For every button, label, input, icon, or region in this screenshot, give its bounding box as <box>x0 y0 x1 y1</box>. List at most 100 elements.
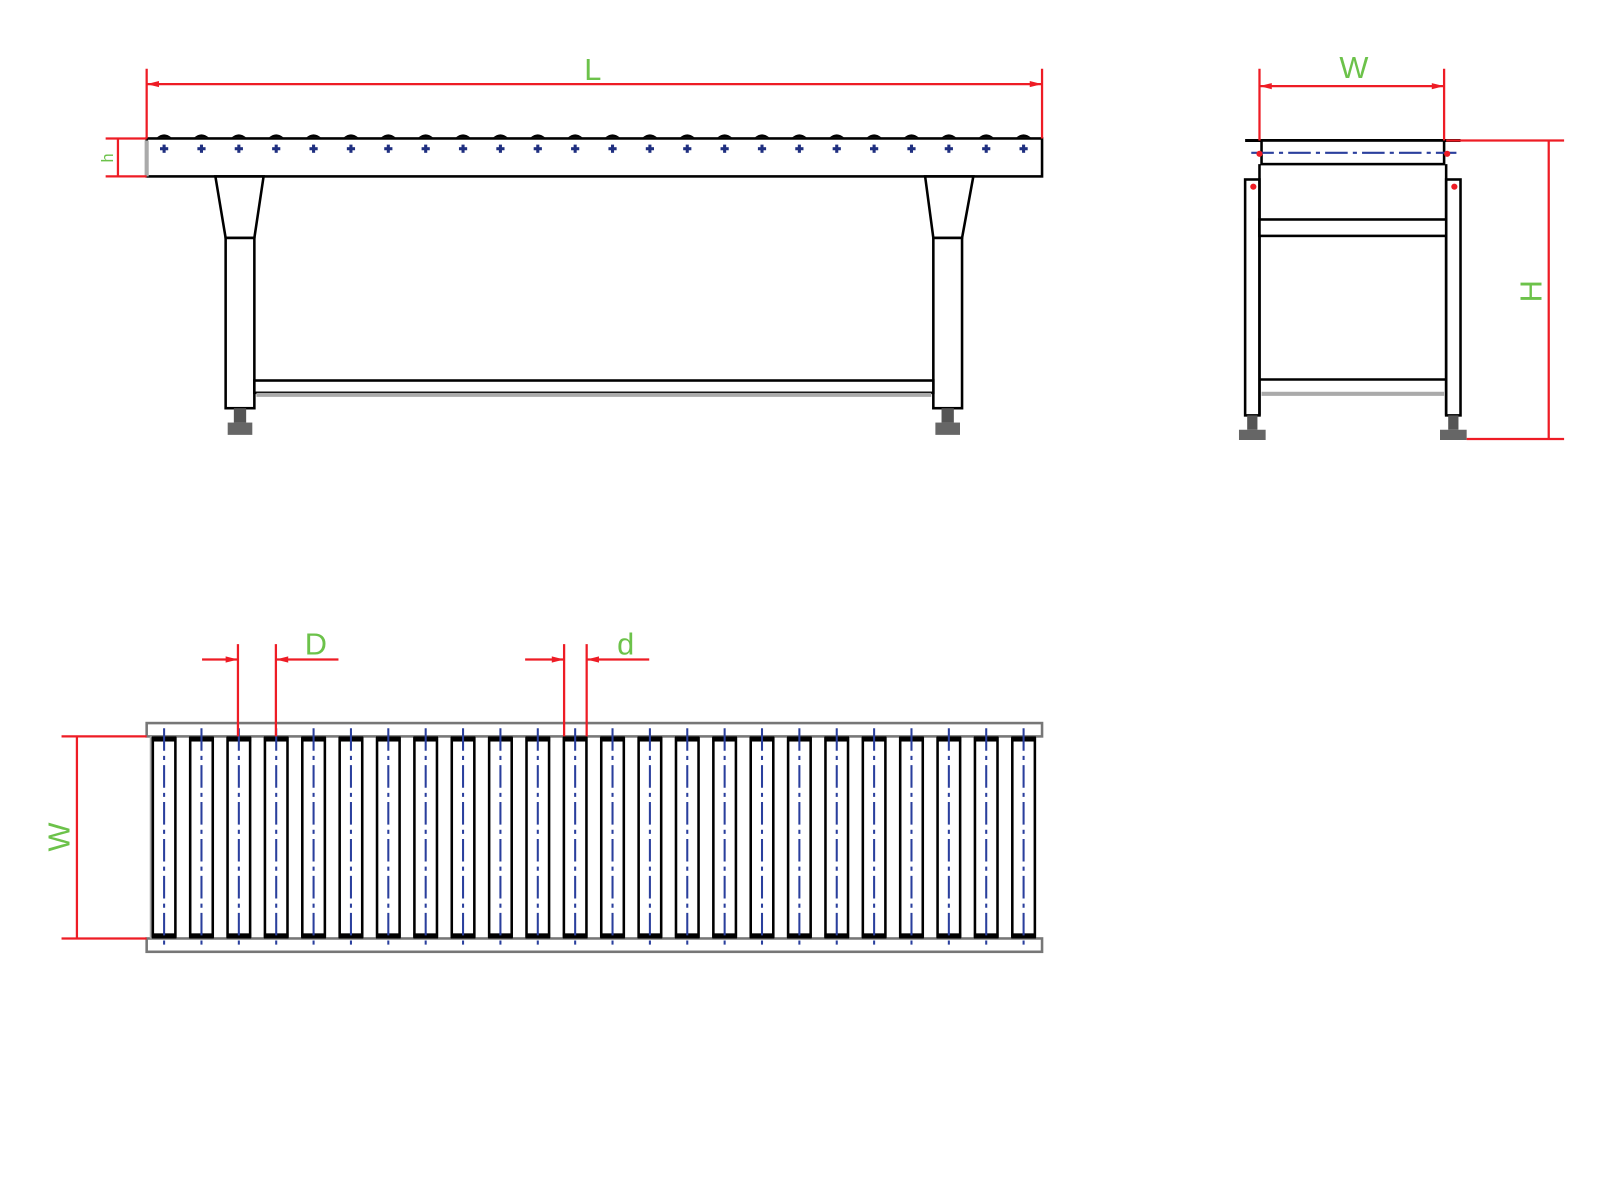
side-frame <box>145 137 1044 178</box>
roller-axle-mark <box>795 144 804 153</box>
roller <box>188 728 215 948</box>
roller-axle-mark <box>757 144 767 153</box>
roller <box>786 728 812 948</box>
roller <box>824 728 850 948</box>
side-roller-top <box>343 134 359 138</box>
dimension-L: L <box>145 52 1044 139</box>
roller-axle-mark <box>832 144 841 153</box>
label-h: h <box>99 153 117 162</box>
roller <box>301 728 327 948</box>
roller-axle-mark <box>234 144 243 153</box>
roller <box>861 728 887 948</box>
roller-axle-mark <box>571 144 580 153</box>
roller-axle-mark <box>870 144 879 153</box>
roller-axle-mark <box>982 144 991 153</box>
label-W-end: W <box>1339 50 1368 85</box>
roller-axle-mark <box>608 144 617 153</box>
roller <box>487 728 513 948</box>
roller <box>450 728 476 948</box>
label-D: D <box>305 626 327 661</box>
label-L: L <box>584 52 601 87</box>
side-roller-top <box>381 134 396 138</box>
side-roller-top <box>717 134 732 138</box>
roller-axle-mark <box>309 144 318 153</box>
roller <box>712 728 738 948</box>
roller-axle-mark <box>272 144 281 153</box>
roller-axle-mark <box>1019 144 1028 153</box>
side-roller-top <box>231 134 247 138</box>
end-left-leg <box>1243 178 1261 417</box>
roller-axle-mark <box>944 144 953 153</box>
dimension-d: d <box>525 626 650 737</box>
side-roller-top <box>156 134 172 138</box>
roller <box>1011 728 1037 948</box>
dimension-H: H <box>1446 139 1565 441</box>
roller <box>413 728 439 948</box>
roller <box>749 728 775 948</box>
side-roller-top <box>1016 134 1031 138</box>
dimension-W-plan: W <box>42 735 147 940</box>
roller-axle-mark <box>160 144 169 153</box>
roller-axle-mark <box>458 144 468 153</box>
roller <box>375 728 401 948</box>
roller-axle-mark <box>720 144 729 153</box>
side-roller-top <box>979 134 994 138</box>
side-view: L h <box>99 52 1044 435</box>
side-roller-top <box>941 134 957 138</box>
label-d: d <box>617 626 634 661</box>
label-H: H <box>1514 280 1549 302</box>
side-roller-top <box>455 134 471 138</box>
plan-view: W D d <box>42 626 1044 954</box>
side-roller-top <box>642 134 658 138</box>
side-roller-top <box>418 134 433 138</box>
roller-axle-mark <box>384 144 393 153</box>
roller-axle-mark <box>346 144 356 153</box>
left-leg <box>213 175 266 435</box>
roller-axle-mark <box>533 144 542 153</box>
side-roller-top <box>567 134 583 138</box>
side-roller-top <box>306 134 321 138</box>
side-roller-top <box>194 134 209 138</box>
end-crossbar-upper <box>1258 218 1448 238</box>
roller-axle-mark <box>421 144 430 153</box>
end-right-leg <box>1444 178 1462 417</box>
side-roller-top <box>493 134 508 138</box>
roller-axle-mark <box>683 144 692 153</box>
top-rail <box>145 721 1044 738</box>
side-roller-top <box>530 134 545 138</box>
side-roller-top <box>904 134 919 138</box>
roller <box>151 728 177 948</box>
roller <box>562 728 588 948</box>
side-roller-marks <box>156 134 1031 153</box>
roller <box>898 728 925 948</box>
bottom-rail <box>145 937 1044 954</box>
side-roller-top <box>754 134 770 138</box>
roller <box>226 728 252 948</box>
side-roller-top <box>866 134 882 138</box>
roller-axle-mark <box>197 144 206 153</box>
dimension-D: D <box>202 626 339 737</box>
side-roller-top <box>269 134 284 138</box>
roller-axle-mark <box>645 144 655 153</box>
end-view: W H <box>1238 50 1565 441</box>
side-roller-top <box>605 134 620 138</box>
roller <box>637 728 663 948</box>
side-roller-top <box>829 134 844 138</box>
label-W-plan: W <box>42 822 77 851</box>
dimension-h: h <box>99 137 147 178</box>
plan-rollers <box>151 728 1037 948</box>
side-crossbar <box>253 379 935 395</box>
roller <box>674 728 700 948</box>
roller <box>599 728 626 948</box>
roller <box>973 728 999 948</box>
roller <box>263 728 289 948</box>
roller <box>936 728 962 948</box>
roller-axle-mark <box>496 144 505 153</box>
roller-axle-mark <box>907 144 916 153</box>
side-roller-top <box>680 134 695 138</box>
roller <box>525 728 551 948</box>
roller <box>338 728 364 948</box>
right-leg <box>923 175 975 435</box>
